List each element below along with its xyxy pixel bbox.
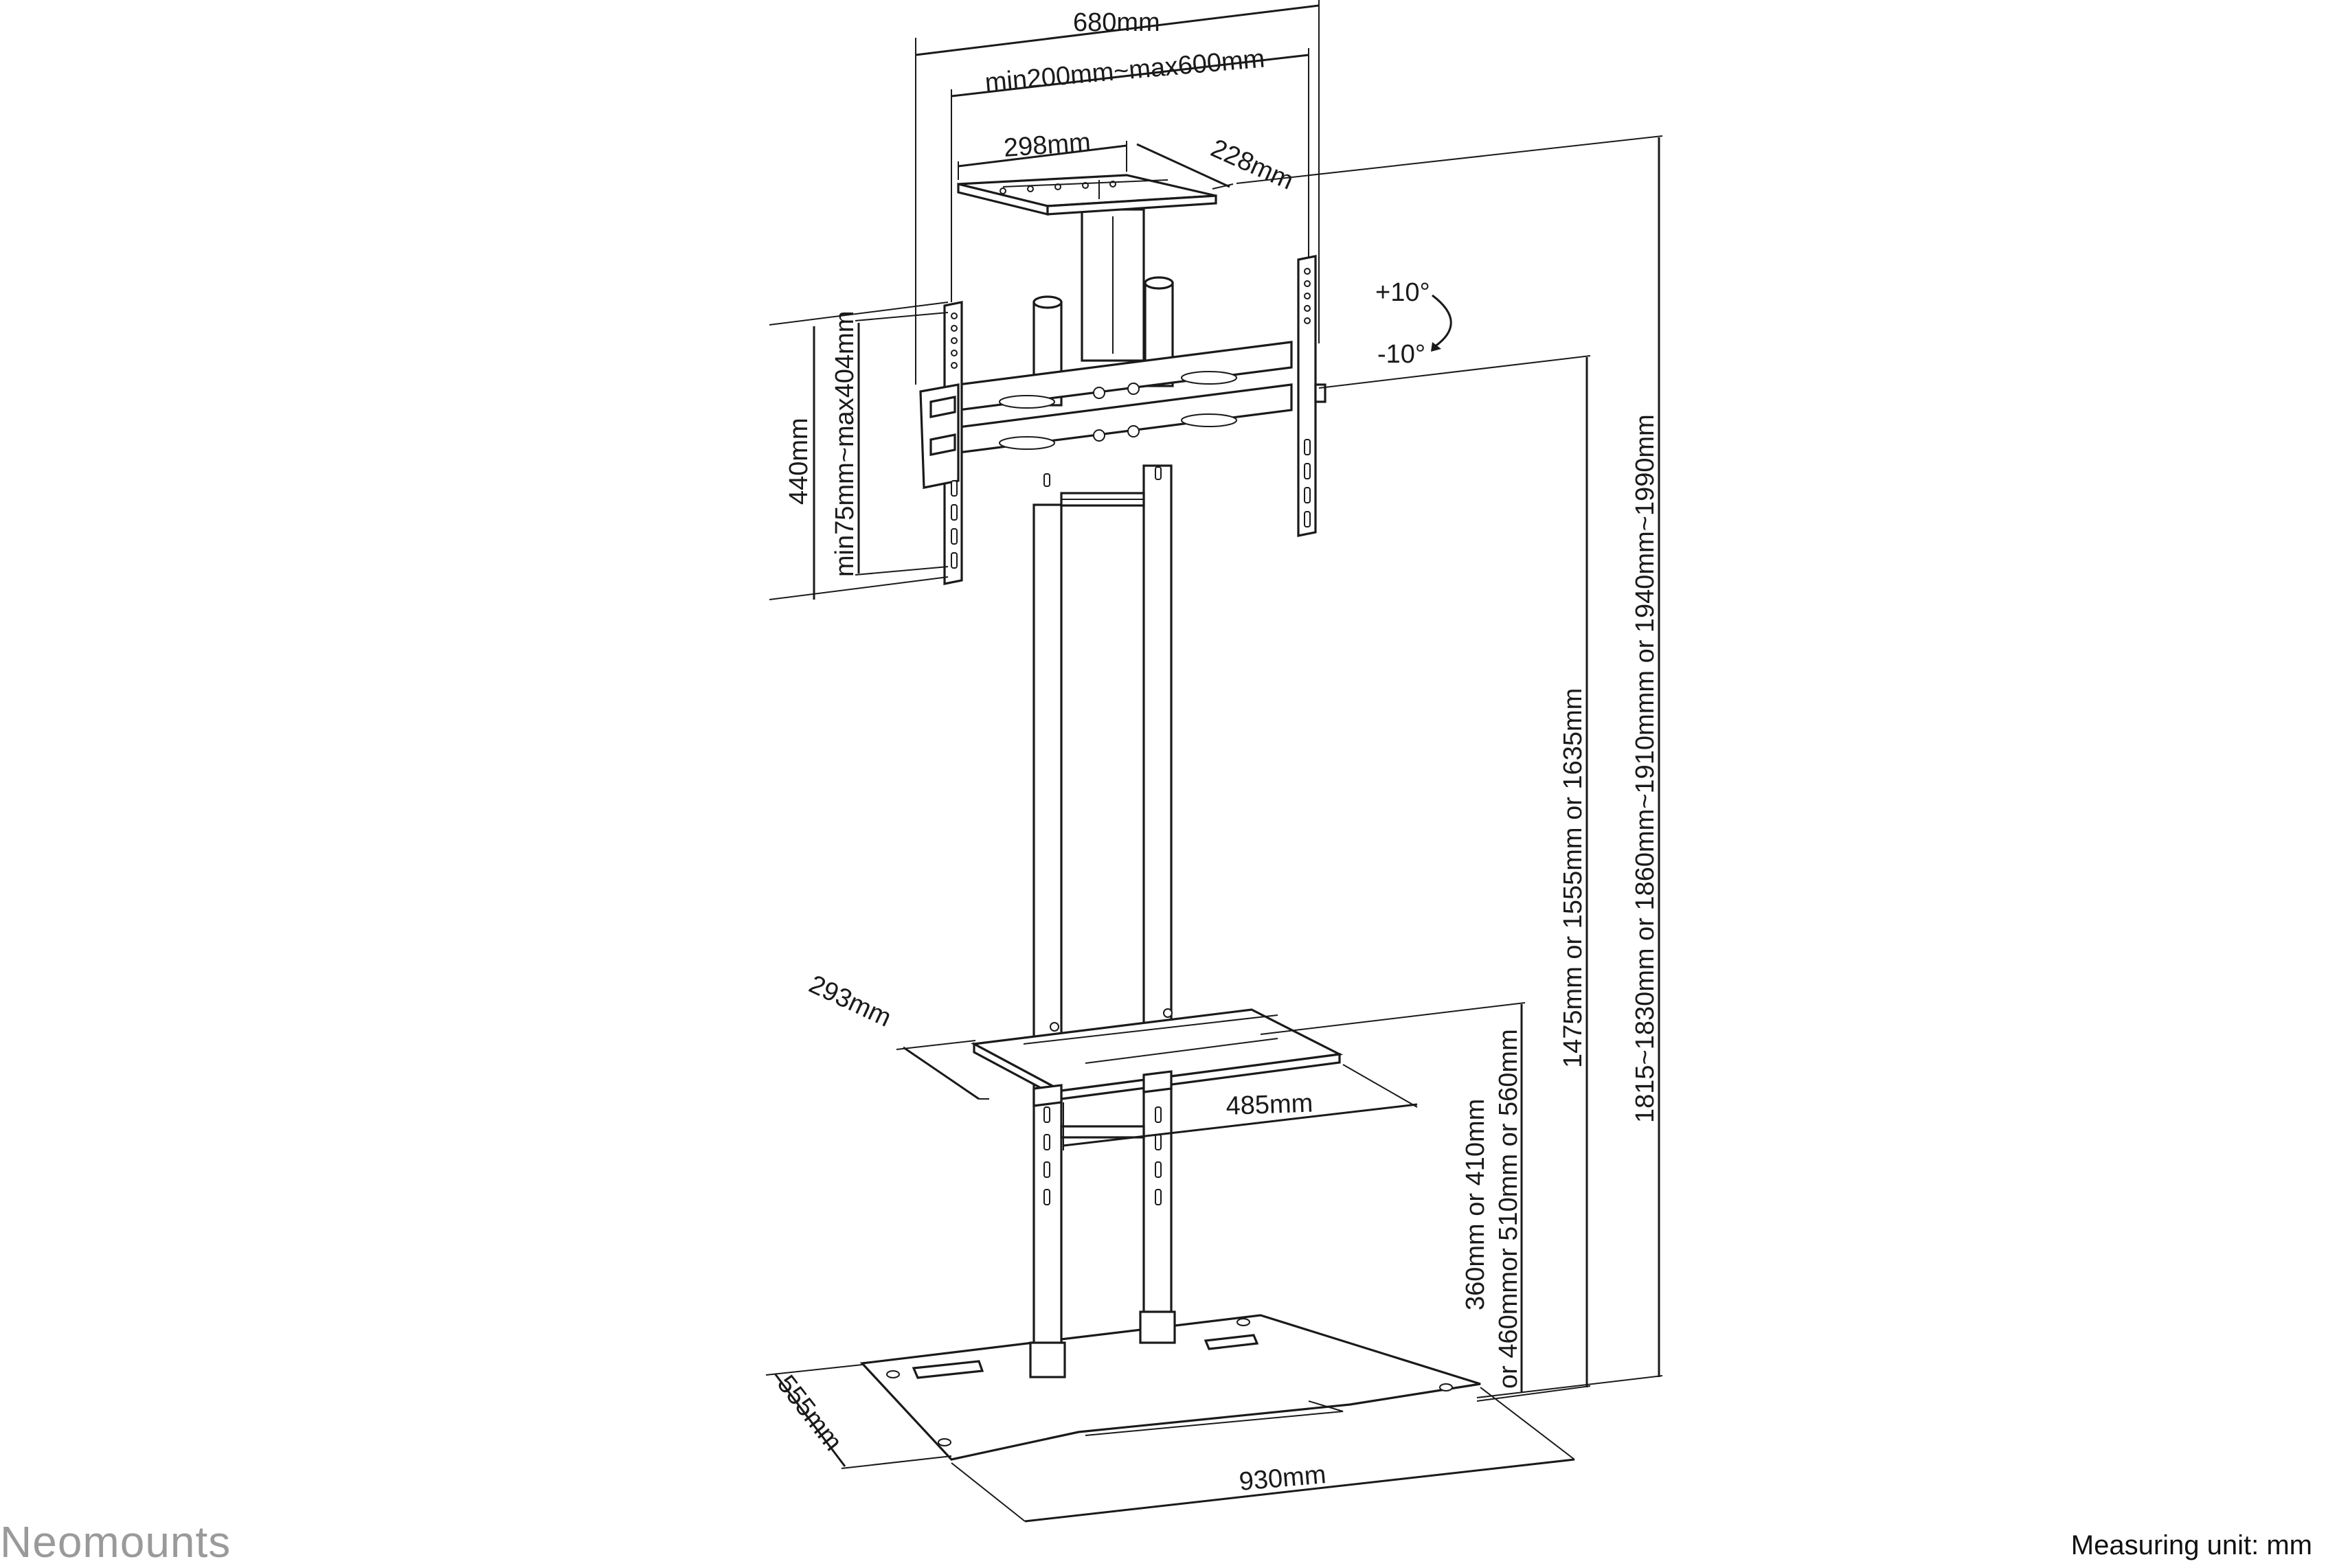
dim-vesa-height-label: min75mm~max404mm	[831, 311, 859, 578]
dim-top-shelf-depth-label: 228mm	[1206, 134, 1298, 196]
dim-top-shelf-width-label: 298mm	[1003, 128, 1092, 163]
tilt-down-label: -10°	[1377, 340, 1425, 369]
dim-shelf-height-label-line2: or 460mmor 510mm or 560mm	[1494, 1029, 1523, 1389]
tv-bracket	[919, 255, 1326, 585]
base-plate	[859, 1314, 1481, 1461]
dim-base-depth-label: 555mm	[771, 1370, 848, 1457]
brand-logo: Neomounts	[0, 1517, 232, 1567]
dim-bracket-height-label: 440mm	[784, 418, 813, 505]
dim-shelf-width-label: 485mm	[1226, 1089, 1313, 1121]
tilt-up-label: +10°	[1375, 278, 1430, 307]
dim-shelf-height-label-line1: 360mm or 410mm	[1461, 1099, 1490, 1310]
dim-base-width-label: 930mm	[1238, 1460, 1327, 1497]
dimension-labels: 680mm min200mm~max600mm 298mm 228mm 440m…	[771, 8, 1660, 1497]
dim-mount-height-label: 1475mm or 1555mm or 1635mm	[1559, 688, 1588, 1068]
measuring-unit-note: Measuring unit: mm	[2070, 1530, 2312, 1560]
dim-vesa-width-label: min200mm~max600mm	[984, 45, 1266, 98]
dimension-lines	[765, 0, 1663, 1523]
dim-top-width-label: 680mm	[1073, 8, 1160, 37]
top-shelf	[957, 174, 1217, 362]
arm-holes	[951, 268, 1311, 569]
dim-shelf-depth-label: 293mm	[804, 970, 896, 1033]
middle-shelf	[970, 1008, 1344, 1107]
dim-total-height-label: 1815~1830mm or 1860mm~1910mmm or 1940mm~…	[1631, 414, 1660, 1123]
columns	[1029, 276, 1176, 1378]
